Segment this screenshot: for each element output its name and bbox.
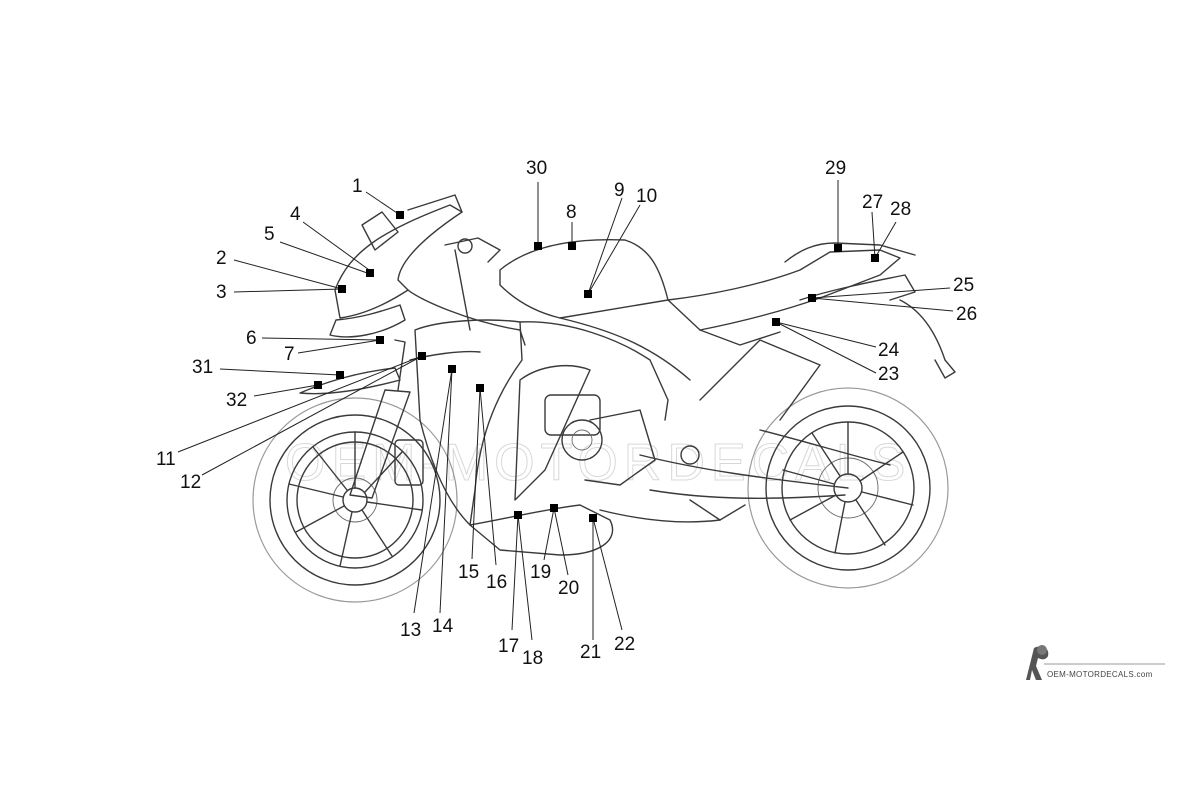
svg-text:OEM-MOTORDECALS: OEM-MOTORDECALS (285, 434, 911, 492)
callout-label-13: 13 (400, 620, 421, 641)
callout-label-4: 4 (290, 204, 301, 225)
callout-label-26: 26 (956, 304, 977, 325)
callout-label-1: 1 (352, 176, 363, 197)
marker-9-10 (584, 290, 592, 298)
callout-label-18: 18 (522, 648, 543, 669)
marker-15-16 (476, 384, 484, 392)
rider-silhouette-icon (1026, 645, 1049, 680)
callout-label-21: 21 (580, 642, 601, 663)
callout-label-29: 29 (825, 158, 846, 179)
callout-markers (314, 211, 879, 522)
watermark: OEM-MOTORDECALS (285, 434, 911, 493)
callout-label-12: 12 (180, 472, 201, 493)
callout-label-8: 8 (566, 202, 577, 223)
callout-label-27: 27 (862, 192, 883, 213)
marker-32 (314, 381, 322, 389)
callout-label-22: 22 (614, 634, 635, 655)
marker-29 (834, 244, 842, 252)
callout-label-24: 24 (878, 340, 900, 361)
callout-label-10: 10 (636, 186, 657, 207)
front-fairing (299, 194, 526, 395)
callout-label-23: 23 (878, 364, 899, 385)
front-fork (349, 339, 424, 499)
callout-label-16: 16 (486, 572, 507, 593)
marker-11-12 (418, 352, 426, 360)
callout-label-3: 3 (216, 282, 227, 303)
side-fairing (409, 319, 614, 556)
marker-6-7 (376, 336, 384, 344)
callout-label-6: 6 (246, 328, 257, 349)
front-wheel (252, 397, 458, 603)
marker-13-14 (448, 365, 456, 373)
callout-labels: 1 2 3 4 5 6 7 8 9 10 11 12 13 14 15 16 1… (156, 158, 977, 669)
callout-label-28: 28 (890, 199, 911, 220)
marker-19-20 (550, 504, 558, 512)
callout-label-30: 30 (526, 158, 547, 179)
callout-label-9: 9 (614, 180, 625, 201)
marker-21-22 (589, 514, 597, 522)
callout-label-11: 11 (156, 449, 176, 470)
marker-25-26 (808, 294, 816, 302)
marker-30 (534, 242, 542, 250)
marker-8 (568, 242, 576, 250)
marker-23-24 (772, 318, 780, 326)
callout-label-32: 32 (226, 390, 247, 411)
brand-logo (1026, 645, 1165, 680)
callout-label-2: 2 (216, 248, 227, 269)
rear-wheel (747, 387, 949, 589)
fuel-tank (444, 237, 669, 331)
callout-label-31: 31 (192, 357, 213, 378)
callout-label-5: 5 (264, 224, 275, 245)
marker-31 (336, 371, 344, 379)
callout-label-17: 17 (498, 636, 519, 657)
leader-lines (177, 180, 954, 641)
seat-and-tail (667, 242, 956, 379)
callout-label-25: 25 (953, 275, 974, 296)
marker-1 (396, 211, 404, 219)
marker-4-5 (366, 269, 374, 277)
marker-2-3 (338, 285, 346, 293)
callout-label-7: 7 (284, 344, 295, 365)
marker-27-28 (871, 254, 879, 262)
callout-label-20: 20 (558, 578, 579, 599)
brand-text[interactable]: OEM-MOTORDECALS.com (1047, 670, 1153, 679)
motorcycle-illustration (252, 194, 956, 603)
callout-label-14: 14 (432, 616, 454, 637)
marker-17-18 (514, 511, 522, 519)
callout-label-19: 19 (530, 562, 551, 583)
callout-label-15: 15 (458, 562, 479, 583)
frame-and-engine (519, 317, 891, 523)
